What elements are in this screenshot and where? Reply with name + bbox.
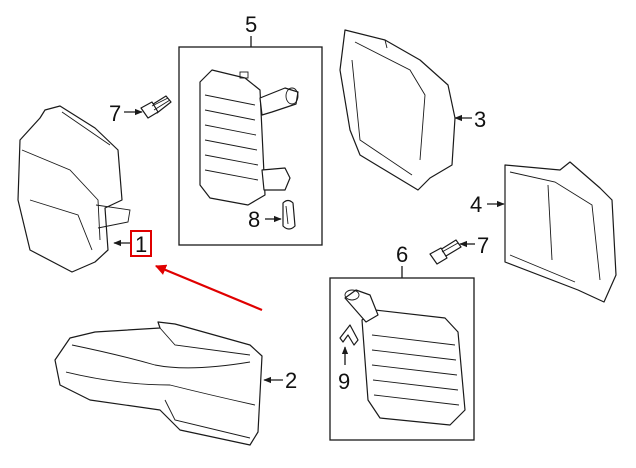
callout-1: 1 bbox=[135, 232, 147, 257]
callout-5: 5 bbox=[245, 12, 257, 37]
callout-2: 2 bbox=[285, 368, 297, 393]
callout-7-lower: 7 bbox=[477, 233, 489, 258]
part-4-right-shroud[interactable] bbox=[504, 161, 617, 303]
part-8-clip[interactable] bbox=[282, 199, 296, 230]
callout-9: 9 bbox=[338, 369, 350, 394]
part-7-bolt-lower[interactable] bbox=[429, 239, 462, 265]
callout-8: 8 bbox=[248, 207, 260, 232]
part-6-intercooler-lower[interactable] bbox=[344, 289, 466, 426]
part-5-intercooler[interactable] bbox=[199, 69, 299, 206]
callout-4: 4 bbox=[470, 192, 482, 217]
part-3-upper-shroud[interactable] bbox=[339, 29, 456, 191]
part-1-air-deflector[interactable] bbox=[17, 105, 131, 273]
part-1-highlight-box bbox=[130, 230, 152, 257]
callout-7-top: 7 bbox=[109, 101, 121, 126]
part-7-bolt-top[interactable] bbox=[140, 95, 172, 119]
part-9-clip[interactable] bbox=[339, 324, 359, 346]
callout-3: 3 bbox=[474, 107, 486, 132]
callout-6: 6 bbox=[396, 242, 408, 267]
highlight-arrow bbox=[154, 264, 263, 312]
part-2-lower-duct[interactable] bbox=[54, 321, 263, 446]
